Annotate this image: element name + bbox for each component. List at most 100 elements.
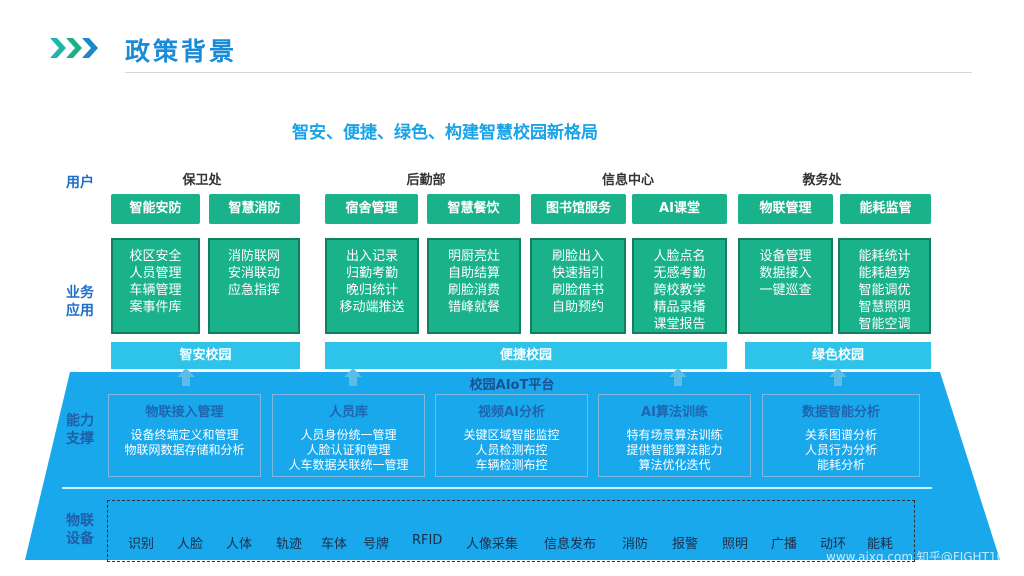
detail-box-ai-classroom: 人脸点名 无感考勤 跨校教学 精品录播 课堂报告 xyxy=(632,238,727,334)
detail-line: 错峰就餐 xyxy=(447,300,500,315)
page-title: 政策背景 xyxy=(125,37,238,66)
device-item: 号牌 xyxy=(363,537,390,552)
detail-line: 车辆管理 xyxy=(129,283,182,298)
department-it-center: 信息中心 xyxy=(601,173,654,188)
chevron-icon xyxy=(82,38,98,58)
layer-label-line: 物联 xyxy=(66,513,94,529)
capability-line: 人员行为分析 xyxy=(804,443,877,457)
service-smart-fire[interactable]: 智慧消防 xyxy=(209,194,300,224)
capability-line: 车辆检测布控 xyxy=(475,458,548,472)
capability-person-db: 人员库 人员身份统一管理 人脸认证和管理 人车数据关联统一管理 xyxy=(272,394,425,477)
service-iot-management[interactable]: 物联管理 xyxy=(738,194,833,224)
service-dining[interactable]: 智慧餐饮 xyxy=(427,194,520,224)
capability-line: 关键区域智能监控 xyxy=(463,428,560,442)
detail-line: 晚归统计 xyxy=(345,283,398,298)
chevron-icon xyxy=(66,38,82,58)
device-item: 人脸 xyxy=(177,537,204,552)
bar-convenient-campus: 便捷校园 xyxy=(325,342,727,369)
service-library[interactable]: 图书馆服务 xyxy=(531,194,626,224)
chevron-icon xyxy=(50,38,66,58)
capability-video-ai: 视频AI分析 关键区域智能监控 人员检测布控 车辆检测布控 xyxy=(435,394,588,477)
device-item: 能耗 xyxy=(867,537,894,552)
detail-box-smart-fire: 消防联网 安消联动 应急指挥 xyxy=(208,238,300,334)
layer-label-capability: 能力 支撑 xyxy=(62,412,98,448)
detail-box-dorm: 出入记录 归勤考勤 晚归统计 移动端推送 xyxy=(325,238,419,334)
capability-line: 设备终端定义和管理 xyxy=(130,428,239,442)
detail-line: 能耗统计 xyxy=(858,249,911,264)
capability-line: 物联网数据存储和分析 xyxy=(124,443,245,457)
device-item: 照明 xyxy=(722,537,749,552)
capability-line: 提供智能算法能力 xyxy=(626,443,723,457)
detail-line: 安消联动 xyxy=(227,266,280,281)
capability-title: AI算法训练 xyxy=(641,405,708,420)
device-item: 报警 xyxy=(672,537,699,552)
service-dorm[interactable]: 宿舍管理 xyxy=(325,194,418,224)
detail-line: 人员管理 xyxy=(129,266,182,281)
capability-data-analysis: 数据智能分析 关系图谱分析 人员行为分析 能耗分析 xyxy=(762,394,920,477)
detail-line: 跨校教学 xyxy=(653,283,706,298)
detail-box-library: 刷脸出入 快速指引 刷脸借书 自助预约 xyxy=(530,238,626,334)
detail-line: 智能调优 xyxy=(858,283,911,298)
service-ai-classroom[interactable]: AI课堂 xyxy=(632,194,727,224)
detail-line: 出入记录 xyxy=(345,249,398,264)
detail-line: 刷脸出入 xyxy=(551,249,604,264)
detail-box-energy: 能耗统计 能耗趋势 智能调优 智慧照明 智能空调 xyxy=(838,238,931,334)
detail-line: 智慧照明 xyxy=(858,300,911,315)
bar-secure-campus: 智安校园 xyxy=(111,342,300,369)
detail-line: 归勤考勤 xyxy=(345,266,398,281)
up-arrow-icon xyxy=(177,368,195,386)
up-arrow-icon xyxy=(669,368,687,386)
detail-line: 能耗趋势 xyxy=(858,266,911,281)
bar-green-campus: 绿色校园 xyxy=(745,342,931,369)
capability-line: 特有场景算法训练 xyxy=(626,428,723,442)
detail-line: 刷脸消费 xyxy=(447,283,500,298)
up-arrow-icon xyxy=(829,368,847,386)
capability-line: 人员检测布控 xyxy=(475,443,548,457)
capability-line: 关系图谱分析 xyxy=(804,428,877,442)
department-academic: 教务处 xyxy=(802,173,842,188)
department-security: 保卫处 xyxy=(182,173,222,188)
layer-label-line: 设备 xyxy=(66,531,94,547)
capability-title: 物联接入管理 xyxy=(145,405,224,420)
platform-title: 校园AIoT平台 xyxy=(469,378,555,393)
layer-label-line: 业务 xyxy=(66,285,94,301)
service-smart-security[interactable]: 智能安防 xyxy=(111,194,200,224)
detail-line: 智能空调 xyxy=(858,317,911,332)
capability-title: 人员库 xyxy=(328,405,368,420)
capability-title: 数据智能分析 xyxy=(801,405,880,420)
layer-label-line: 应用 xyxy=(66,303,94,319)
layer-label-line: 支撑 xyxy=(66,431,94,447)
detail-line: 课堂报告 xyxy=(653,317,706,332)
layer-label-user: 用户 xyxy=(66,175,94,191)
detail-line: 快速指引 xyxy=(551,266,604,281)
capability-line: 人车数据关联统一管理 xyxy=(288,458,409,472)
detail-box-smart-security: 校区安全 人员管理 车辆管理 案事件库 xyxy=(111,238,200,334)
detail-line: 校区安全 xyxy=(129,249,182,264)
capability-line: 算法优化迭代 xyxy=(638,458,711,472)
device-item: RFID xyxy=(412,533,443,548)
detail-line: 一键巡查 xyxy=(759,283,812,298)
detail-line: 消防联网 xyxy=(227,249,280,264)
device-item: 识别 xyxy=(128,537,155,552)
detail-line: 案事件库 xyxy=(129,300,182,315)
capability-title: 视频AI分析 xyxy=(478,405,545,420)
iot-devices-frame xyxy=(107,500,915,562)
device-item: 车体 xyxy=(321,537,348,552)
detail-box-iot-management: 设备管理 数据接入 一键巡查 xyxy=(738,238,833,334)
layer-divider xyxy=(62,487,932,489)
capability-line: 人脸认证和管理 xyxy=(306,443,391,457)
department-logistics: 后勤部 xyxy=(406,173,446,188)
divider xyxy=(125,72,972,73)
detail-box-dining: 明厨亮灶 自助结算 刷脸消费 错峰就餐 xyxy=(427,238,521,334)
device-item: 人像采集 xyxy=(466,537,519,552)
detail-line: 数据接入 xyxy=(759,266,812,281)
detail-line: 设备管理 xyxy=(759,249,812,264)
service-energy[interactable]: 能耗监管 xyxy=(840,194,931,224)
capability-ai-training: AI算法训练 特有场景算法训练 提供智能算法能力 算法优化迭代 xyxy=(598,394,751,477)
watermark: www.aixq.com 知乎@FIGHT10081 xyxy=(826,550,1024,564)
layer-label-line: 能力 xyxy=(66,413,94,429)
diagram-subtitle: 智安、便捷、绿色、构建智慧校园新格局 xyxy=(292,123,598,143)
detail-line: 自助预约 xyxy=(551,300,604,315)
detail-line: 明厨亮灶 xyxy=(447,249,500,264)
capability-line: 能耗分析 xyxy=(816,458,865,472)
